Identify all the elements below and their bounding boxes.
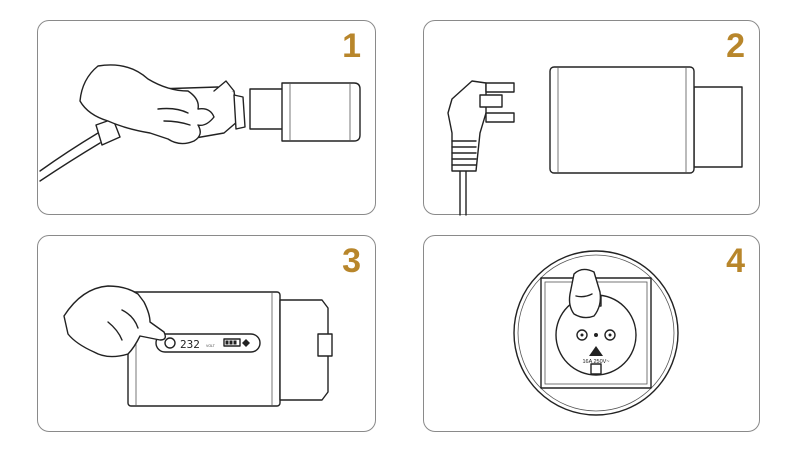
- step-3-panel: 3 232 VOLT: [37, 235, 376, 432]
- mains-plug: [447, 80, 487, 172]
- step-number: 2: [726, 27, 745, 65]
- adapter-plug-end: [693, 86, 743, 168]
- diamond-icon: [242, 339, 250, 347]
- pointing-hand: [568, 268, 602, 319]
- step-1-panel: 1: [37, 20, 376, 215]
- step-4-panel: 4 16A 250V~: [423, 235, 760, 432]
- hand: [79, 64, 215, 145]
- adapter-display-illustration: 232 VOLT: [63, 285, 333, 407]
- socket-rating: 16A 250V~: [582, 359, 609, 365]
- step-number: 4: [726, 242, 745, 280]
- adapter-plug-end: [249, 88, 285, 130]
- plug-adapter-illustration: [447, 66, 743, 216]
- adapter-plug-end: [279, 299, 329, 401]
- wall-socket-illustration: 16A 250V~: [513, 250, 679, 416]
- battery-icon: [223, 338, 241, 347]
- step-2-panel: 2: [423, 20, 760, 216]
- connector-adapter-illustration: [39, 64, 361, 182]
- adapter-body: [281, 82, 361, 142]
- step-number: 1: [342, 27, 361, 65]
- voltage-reading: 232: [180, 338, 200, 351]
- warning-icon: [589, 346, 603, 356]
- step-number: 3: [342, 242, 361, 280]
- pointing-hand: [63, 285, 167, 358]
- voltage-unit: VOLT: [206, 344, 216, 348]
- power-icon: [164, 337, 176, 349]
- earth-clip-bottom: [590, 363, 602, 375]
- adapter-body: [549, 66, 695, 174]
